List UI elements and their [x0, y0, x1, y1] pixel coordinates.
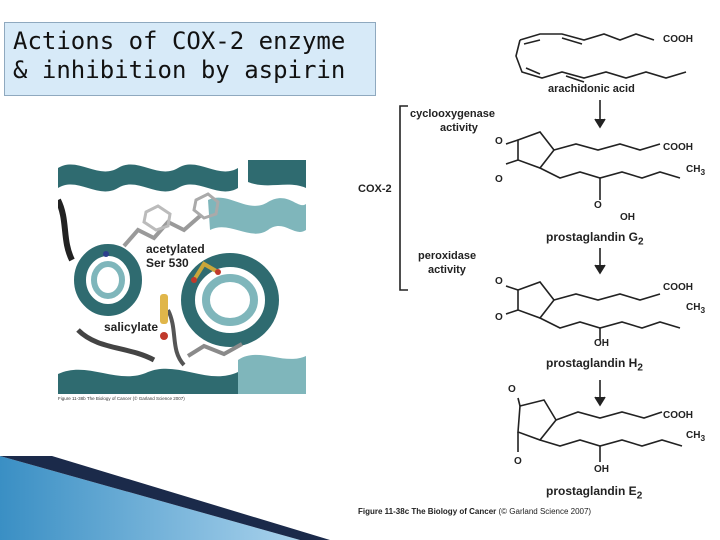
caption-rest: (© Garland Science 2007)	[496, 507, 591, 516]
pg-e2-sub: 2	[637, 490, 643, 501]
cooh-label-pgh2: COOH	[663, 282, 693, 293]
o-atom-pge2-bottom: O	[514, 456, 522, 467]
ch3-sub: 3	[700, 305, 705, 315]
arachidonic-acid-chain	[520, 34, 654, 40]
prostaglandin-e2-label: prostaglandin E2	[546, 484, 642, 501]
arachidonic-acid-label: arachidonic acid	[548, 83, 635, 95]
o-atom-pgg2-bottom: O	[495, 174, 503, 185]
o-atom-pge2-top: O	[508, 384, 516, 395]
oh-label-pge2: OH	[594, 464, 609, 475]
ch3-sub: 3	[700, 433, 705, 443]
pg-h2-text: prostaglandin H	[546, 356, 637, 370]
cyclooxygenase-label: cyclooxygenase	[410, 108, 495, 120]
prostaglandin-h2-label: prostaglandin H2	[546, 356, 643, 373]
ch3-label-pgg2: CH3	[686, 164, 705, 177]
peroxidase-label: peroxidase	[418, 250, 476, 262]
o-atom-pgh2-bottom: O	[495, 312, 503, 323]
pg-g2-sub: 2	[638, 236, 644, 247]
ch3-sub: 3	[700, 167, 705, 177]
prostaglandin-g2-label: prostaglandin G2	[546, 230, 644, 247]
oh-label-pgh2: OH	[594, 338, 609, 349]
cox2-bracket	[400, 106, 408, 290]
o-atom-peroxide: O	[594, 200, 602, 211]
ch3-text: CH	[686, 302, 700, 313]
o-atom-pgg2-top: O	[495, 136, 503, 147]
oh-label-pgg2: OH	[620, 212, 635, 223]
peroxidase-activity-label: activity	[428, 264, 466, 276]
ch3-label-pge2: CH3	[686, 430, 705, 443]
caption-bold: Figure 11-38c The Biology of Cancer	[358, 507, 496, 516]
pg-g2-text: prostaglandin G	[546, 230, 638, 244]
pge2-structure	[518, 400, 556, 440]
pg-e2-text: prostaglandin E	[546, 484, 637, 498]
ch3-label-pgh2: CH3	[686, 302, 705, 315]
o-atom-pgh2-top: O	[495, 276, 503, 287]
pathway-figure-caption: Figure 11-38c The Biology of Cancer (© G…	[358, 507, 591, 516]
pgg2-structure	[518, 132, 554, 168]
cooh-label-aa: COOH	[663, 34, 693, 45]
cooh-label-pge2: COOH	[663, 410, 693, 421]
cyclooxygenase-activity-label: activity	[440, 122, 478, 134]
ch3-text: CH	[686, 430, 700, 441]
pg-h2-sub: 2	[637, 362, 643, 373]
cox2-label: COX-2	[358, 183, 392, 195]
ch3-text: CH	[686, 164, 700, 175]
pgh2-structure	[518, 282, 554, 318]
cooh-label-pgg2: COOH	[663, 142, 693, 153]
